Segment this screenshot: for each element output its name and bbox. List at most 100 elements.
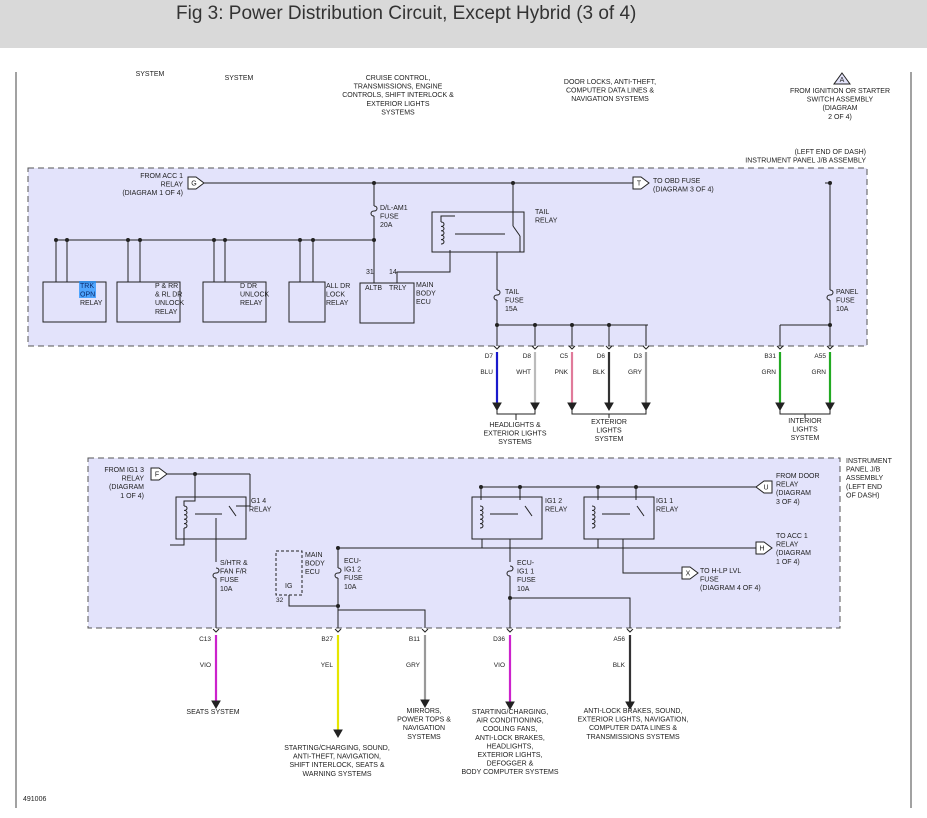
main-body-ecu-upper <box>359 282 415 324</box>
trk-opn-relay-label-line: OPN <box>80 292 95 299</box>
top-label-system-b: SYSTEM <box>225 75 254 82</box>
wire-color-d6: BLK <box>593 369 606 376</box>
connector-letter: H <box>759 546 764 553</box>
dest-starting-b-line: STARTING/CHARGING, <box>472 709 548 716</box>
main-body-ecu-upper-label-line: MAIN <box>416 282 434 289</box>
wire-color-c5: PNK <box>555 369 569 376</box>
shtr-fuse-label-line: S/HTR & <box>220 560 248 567</box>
d-dr-unlock-relay-label-line: UNLOCK <box>240 292 270 299</box>
arrow-head <box>825 402 835 412</box>
shtr-fuse-label-line: FAN F/R <box>220 569 247 576</box>
to-obd-label-line: TO OBD FUSE <box>653 178 701 185</box>
all-dr-lock-relay-label-line: RELAY <box>326 300 349 307</box>
dlam1-fuse-label-line: FUSE <box>380 214 399 221</box>
ig14-relay-box <box>175 496 247 540</box>
tail-relay-label-line: RELAY <box>535 218 558 225</box>
ecu-ig11-fuse-label-line: FUSE <box>517 577 536 584</box>
panel-fuse-label-line: 10A <box>836 306 849 313</box>
arrow-head <box>211 700 221 710</box>
dest-antilock-line: COMPUTER DATA LINES & <box>589 725 677 732</box>
main-body-ecu-lower <box>275 550 303 596</box>
d-dr-unlock-relay-label-line: D DR <box>240 283 257 290</box>
arrow-head <box>333 729 343 739</box>
terminal-chevron <box>531 345 539 350</box>
top-label-ignition-line: FROM IGNITION OR STARTER <box>790 88 890 95</box>
top-label-ignition-line: SWITCH ASSEMBLY <box>807 97 874 104</box>
upper-relay-1 <box>116 281 181 323</box>
terminal-chevron <box>605 345 613 350</box>
pin-a56: A56 <box>613 636 625 643</box>
labels: SYSTEM SYSTEM CRUISE CONTROL,TRANSMISSIONS… <box>23 71 893 803</box>
from-ig1-label-line: RELAY <box>122 476 145 483</box>
from-door-label-line: 3 OF 4) <box>776 499 800 506</box>
tail-relay-box <box>431 211 525 253</box>
relay-switch-icon <box>512 225 521 237</box>
pin-d7: D7 <box>485 353 494 360</box>
pin-d8: D8 <box>523 353 532 360</box>
connector-letter: F <box>155 472 159 479</box>
upper-block-location: (LEFT END OF DASH)INSTRUMENT PANEL J/B A… <box>745 149 866 165</box>
top-label-cruise-line: EXTERIOR LIGHTS <box>366 101 429 108</box>
dest-mirrors-line: SYSTEMS <box>407 734 441 741</box>
ecu-ig11-fuse-label-line: ECU- <box>517 560 535 567</box>
lower-block-location-line: ASSEMBLY <box>846 475 884 482</box>
trk-opn-relay-label-line: TRK <box>80 283 94 290</box>
relay-coil-icon <box>591 505 596 529</box>
top-label-door-locks-line: COMPUTER DATA LINES & <box>566 88 654 95</box>
from-ig1-label-line: FROM IG1 3 <box>104 467 144 474</box>
to-hlp-label-line: (DIAGRAM 4 OF 4) <box>700 585 761 592</box>
main-body-ecu-lower-label-line: MAIN <box>305 552 323 559</box>
trk-opn-relay-label-line: RELAY <box>80 300 103 307</box>
relay-coil-icon <box>479 505 484 529</box>
lower-block-location-line: INSTRUMENT <box>846 458 893 465</box>
terminal-chevron <box>826 345 834 350</box>
wire <box>396 250 451 283</box>
fuse-icon <box>506 565 514 577</box>
terminal-chevron <box>212 628 220 633</box>
p-rr-rl-dr-unlock-relay-label-line: RELAY <box>155 309 178 316</box>
to-hlp-connector <box>681 566 699 580</box>
connector-letter: U <box>763 485 768 492</box>
top-label-door-locks-line: DOOR LOCKS, ANTI-THEFT, <box>564 79 656 86</box>
to-obd-label: TO OBD FUSE (DIAGRAM 3 OF 4) <box>653 178 714 194</box>
relay-switch-icon <box>228 505 237 517</box>
tail-fuse-label-line: FUSE <box>505 298 524 305</box>
top-label-system-a: SYSTEM <box>136 71 165 78</box>
ig11-relay-label-line: IG1 1 <box>656 498 673 505</box>
ig12-relay-label-line: RELAY <box>545 507 568 514</box>
pin-b11: B11 <box>409 636 420 643</box>
components <box>42 72 851 596</box>
splice-dot <box>511 181 515 185</box>
ecu-ig-pin: 32 <box>276 597 284 604</box>
from-acc-connector <box>187 176 205 190</box>
p-rr-rl-dr-unlock-relay-label-line: P & RR <box>155 283 178 290</box>
panel-fuse-label-line: FUSE <box>836 298 855 305</box>
dest-interior-lights-line: INTERIOR <box>788 418 821 425</box>
top-label-cruise-line: CRUISE CONTROL, <box>366 75 431 82</box>
to-hlp-label: TO H-LP LVL FUSE(DIAGRAM 4 OF 4) <box>700 568 761 592</box>
wire-color-d36: VIO <box>494 662 505 669</box>
to-hlp-label-line: TO H-LP LVL <box>700 568 741 575</box>
ecu-term-altb: ALTB <box>365 285 382 292</box>
to-hlp-label-line: FUSE <box>700 577 719 584</box>
upper-relay-2 <box>202 281 267 323</box>
to-obd-label-line: (DIAGRAM 3 OF 4) <box>653 187 714 194</box>
tail-fuse-label-line: TAIL <box>505 289 519 296</box>
pin-c13: C13 <box>199 636 211 643</box>
fuse-icon <box>826 289 834 301</box>
from-acc-label-line: RELAY <box>161 182 184 189</box>
wire-color-d7: BLU <box>480 369 493 376</box>
ig12-relay-box <box>471 496 543 540</box>
dest-starting-b-line: DEFOGGER & <box>487 761 534 768</box>
dest-mirrors-line: MIRRORS, <box>407 708 442 715</box>
